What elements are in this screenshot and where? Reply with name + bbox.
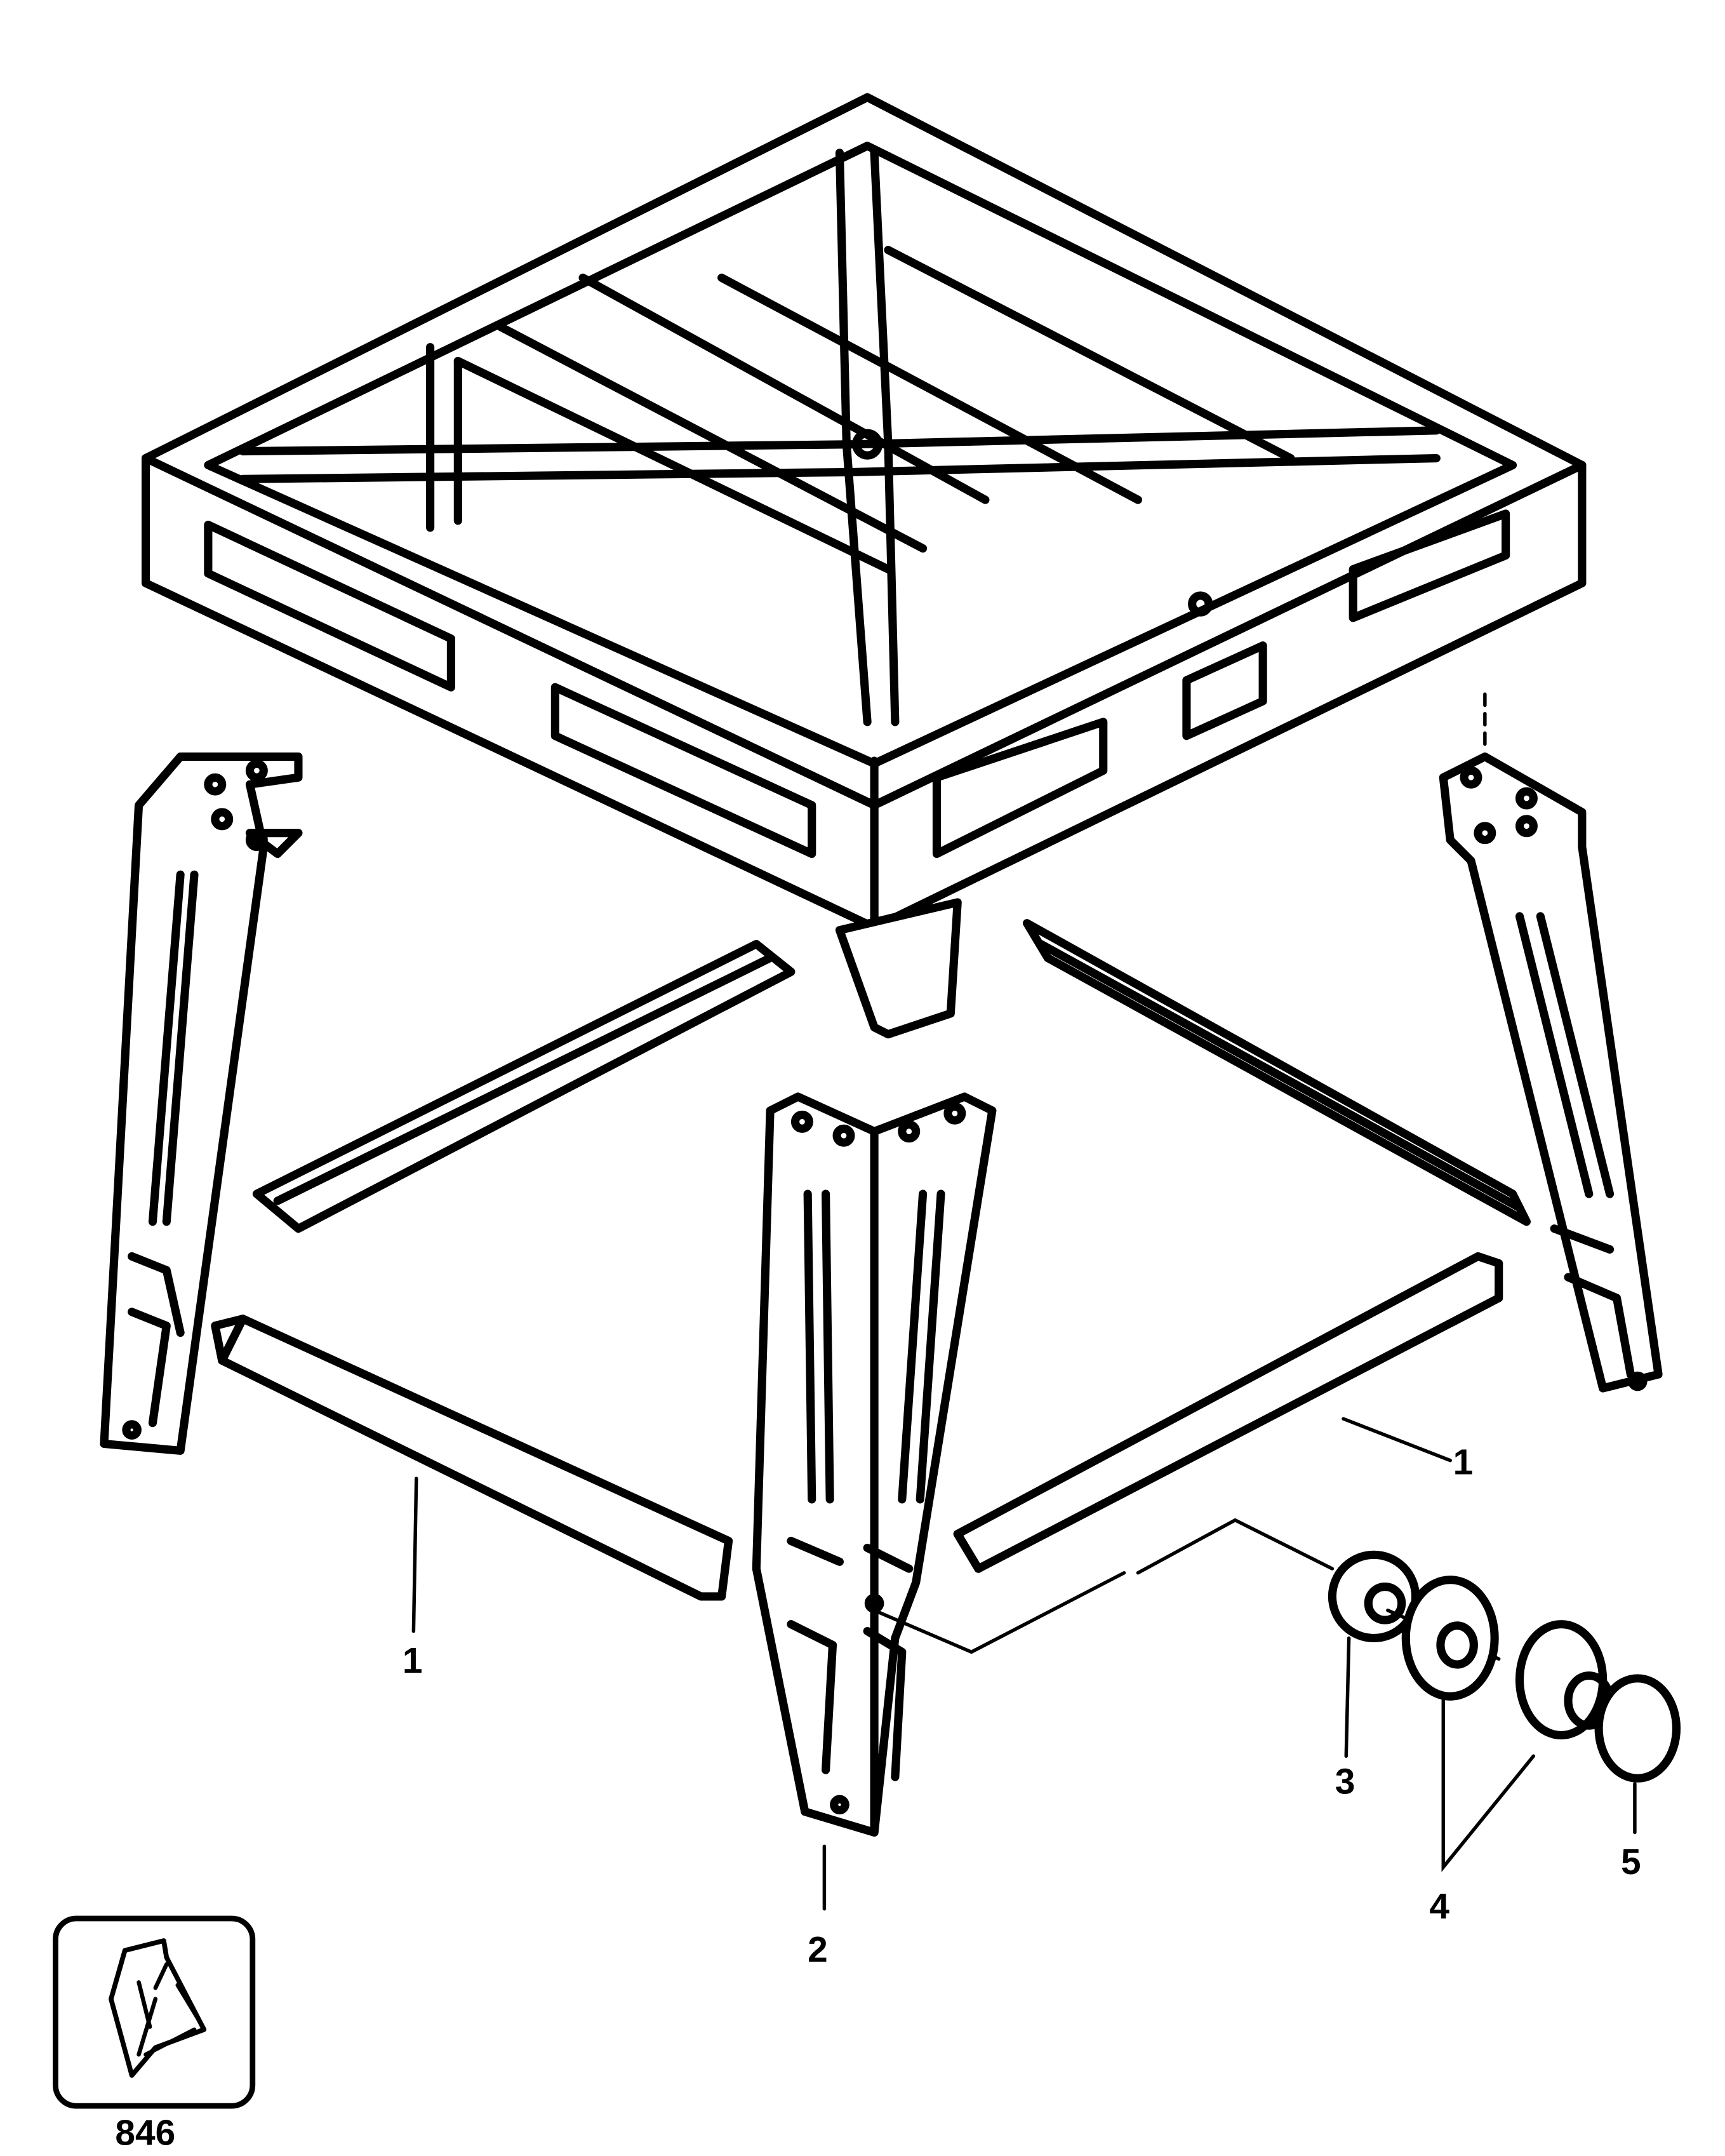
callout-1a: 1: [403, 1641, 423, 1681]
hardware: [872, 1518, 1681, 1783]
leg-front: [752, 1092, 997, 1837]
callout-4: 4: [1429, 1887, 1449, 1927]
leg-left: [100, 752, 303, 1455]
callout-2: 2: [808, 1930, 828, 1970]
braces: [211, 919, 1531, 1601]
callout-1b: 1: [1453, 1443, 1474, 1483]
callouts: 1 1 2 3 4 5: [403, 1417, 1641, 1970]
parts-bag-icon-frame: [53, 1915, 256, 2109]
bolt-part: [1515, 1620, 1681, 1783]
parts-kit: 846: [53, 1915, 256, 2153]
callout-3: 3: [1335, 1762, 1355, 1802]
leg-right: [1439, 692, 1663, 1393]
callout-5: 5: [1621, 1842, 1641, 1882]
top-frame: [141, 93, 1587, 1039]
kit-code: 846: [115, 2113, 175, 2153]
parts-bag-icon: [109, 1938, 207, 2078]
washer-part: [1401, 1576, 1499, 1701]
